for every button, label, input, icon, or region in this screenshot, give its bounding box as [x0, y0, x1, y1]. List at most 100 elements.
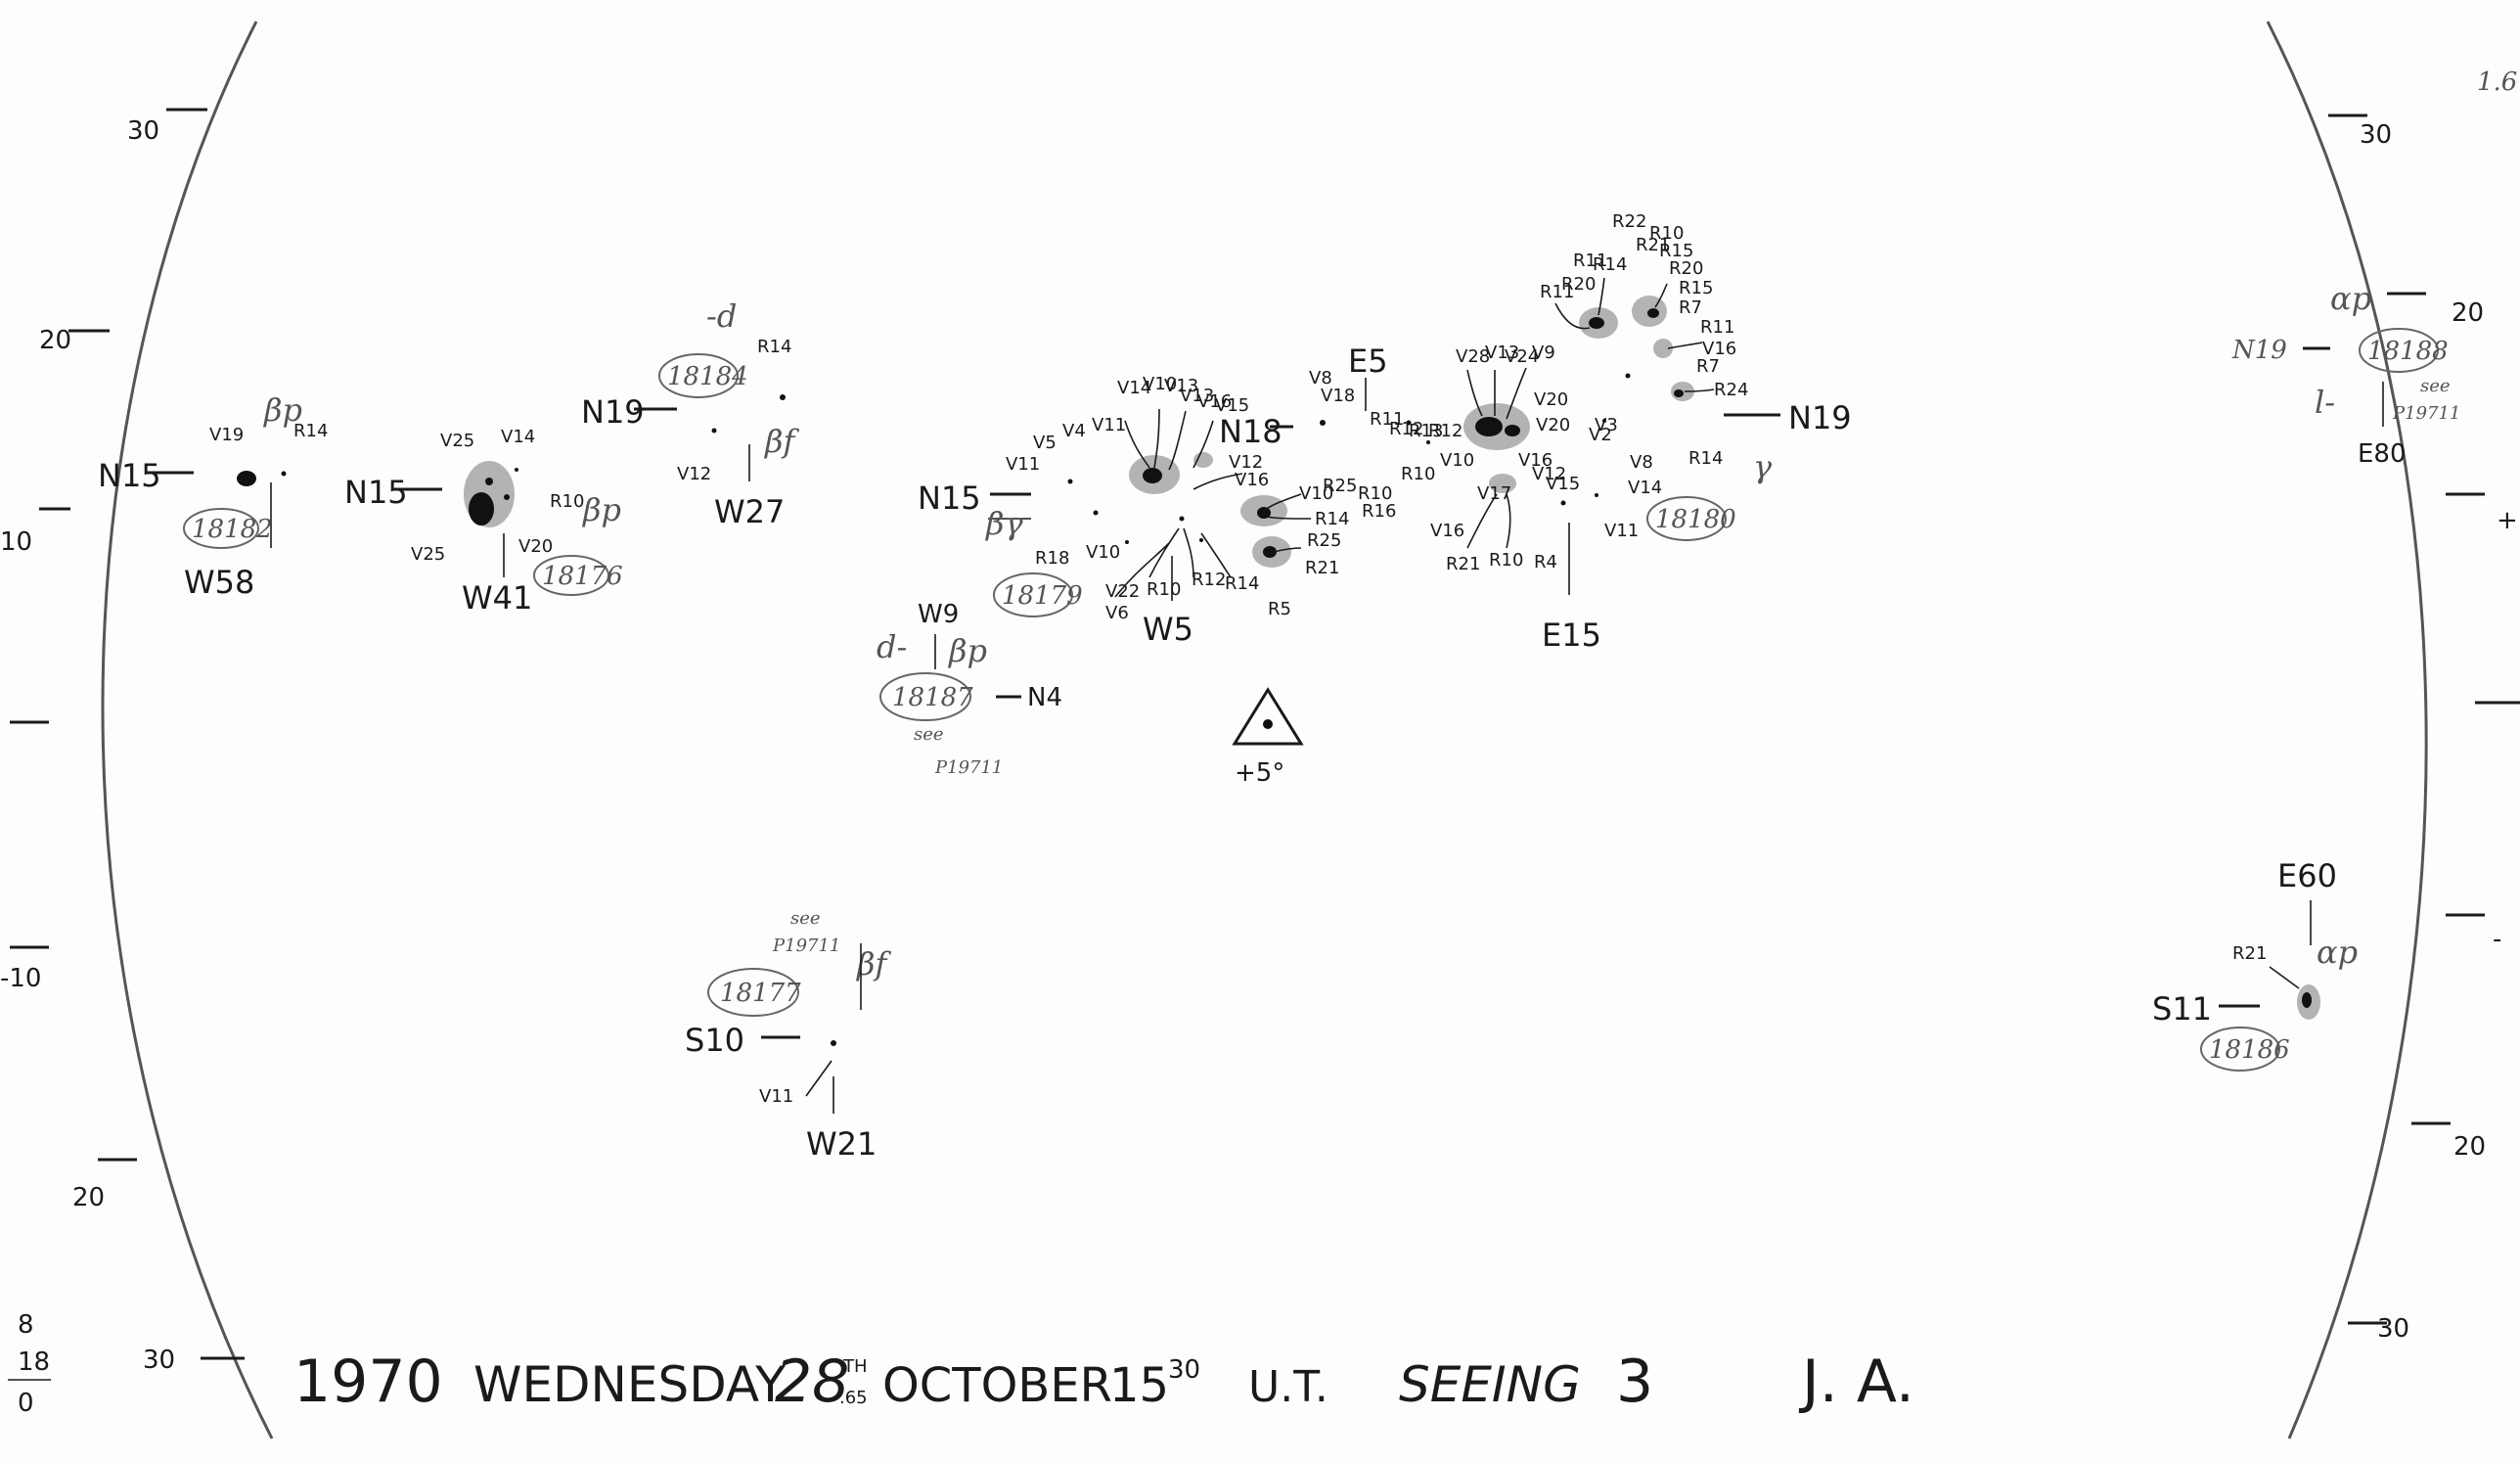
label-text: V11 [759, 1086, 793, 1107]
label-text: 18187 [892, 683, 973, 712]
left-scale-minus-10: -10 [0, 964, 41, 993]
label-text: R11 [1700, 317, 1734, 338]
label-text: R14 [1225, 573, 1259, 594]
right-scale-20: 20 [2452, 298, 2484, 328]
label-text: see [2420, 376, 2451, 396]
region-18186[interactable]: E60 αp R21 S11 18186 [2152, 857, 2358, 1072]
label-text: W9 [918, 600, 959, 629]
left-scale-30-lower: 30 [143, 1346, 175, 1375]
label-text: R21 [1305, 558, 1339, 578]
label-text: R4 [1534, 552, 1557, 572]
label-text: αp [2330, 280, 2371, 317]
region-18176[interactable]: N15 V25 V14 R10 V25 V20 βp W41 18176 [344, 427, 623, 617]
label-text: R16 [1362, 501, 1396, 522]
label-text: 18186 [2209, 1035, 2290, 1065]
label-text: d- [877, 628, 907, 665]
label-text: V12 [1532, 464, 1566, 484]
label-text: N19 [2231, 336, 2287, 365]
left-scale-10: 10 [0, 527, 32, 557]
label-text: βγ [985, 505, 1024, 542]
label-text: V5 [1033, 433, 1057, 453]
label-text: V15 [1546, 474, 1580, 494]
footer-year: 1970 [293, 1348, 443, 1416]
label-text: R11 [1540, 282, 1574, 302]
label-text: V10 [1299, 483, 1333, 504]
label-text: N18 [1219, 413, 1282, 450]
label-text: R15 [1679, 278, 1713, 298]
left-scale-labels: 30 20 10 -10 20 30 [0, 116, 175, 1375]
right-scale-minus: - [2493, 925, 2501, 954]
label-text: V25 [411, 544, 445, 565]
region-18177[interactable]: see P19711 βf 18177 S10 V11 W21 [685, 908, 892, 1163]
label-text: R21 [1446, 554, 1480, 574]
label-text: -d [706, 297, 737, 335]
label-text: R14 [1688, 448, 1723, 469]
label-text: TH [842, 1356, 868, 1377]
label-text: 0 [18, 1389, 34, 1418]
label-text: R5 [1268, 599, 1291, 619]
region-18187[interactable]: W9 d- βp 18187 N4 see P19711 [877, 600, 1062, 778]
label-text: 18182 [192, 515, 273, 544]
label-text: R12 [1428, 421, 1462, 441]
label-text: l- [2315, 384, 2335, 421]
label-text: R14 [1593, 254, 1627, 275]
label-text: βp [948, 632, 987, 669]
footer-hours: 15 [1109, 1358, 1169, 1413]
label-text: V8 [1309, 368, 1332, 388]
label-text: βf [764, 423, 800, 460]
region-18180[interactable]: R11 R12 R13 R12 R10 V10 V28 V13 V24 V9 V… [1370, 211, 1852, 654]
label-text: V13 [1180, 386, 1214, 406]
label-text: 18180 [1655, 505, 1736, 534]
label-text: R24 [1714, 380, 1748, 400]
label-text: R20 [1669, 258, 1703, 279]
left-scale-20-lower: 20 [72, 1183, 105, 1212]
right-scale-plus: + [2497, 506, 2518, 535]
label-text: R25 [1323, 476, 1357, 496]
label-text: V4 [1062, 421, 1086, 441]
label-text: γ [1753, 448, 1773, 485]
observation-footer: 1970 WEDNESDAY 28 TH .65 OCTOBER 15 30 U… [293, 1348, 1914, 1416]
label-text: R15 [1659, 241, 1693, 261]
region-18188[interactable]: αp N19 18188 l- see P19711 E80 [2231, 280, 2460, 469]
region-18184[interactable]: -d 18184 R14 N19 V12 βf W27 [581, 297, 800, 530]
label-text: N4 [1027, 683, 1062, 712]
footer-seeing-value: 3 [1616, 1348, 1653, 1416]
right-scale-30-lower: 30 [2377, 1314, 2409, 1344]
region-18179[interactable]: N15 βγ N18 E5 V11 V5 V4 V11 V14 V10 V13 … [918, 343, 1396, 648]
label-text: V12 [677, 464, 711, 484]
label-text: S10 [685, 1022, 744, 1059]
label-text: αp [2317, 934, 2358, 971]
label-text: V10 [1440, 450, 1474, 471]
left-latitude-ticks [10, 108, 245, 1360]
label-text: V25 [440, 431, 474, 451]
label-text: V8 [1630, 452, 1653, 473]
label-text: R7 [1679, 297, 1702, 318]
region-18182[interactable]: N15 V19 βp R14 18182 W58 [98, 391, 328, 601]
label-text: V16 [1518, 450, 1552, 471]
footer-day: 28 [775, 1348, 849, 1416]
footer-seeing: SEEING [1399, 1356, 1581, 1413]
label-text: W21 [806, 1125, 877, 1163]
label-text: R10 [1147, 579, 1181, 600]
label-text: R11 [1370, 409, 1404, 430]
label-text: 18176 [542, 562, 623, 591]
label-text: see [790, 908, 821, 929]
label-text: R13 [1409, 421, 1443, 441]
label-text: V22 [1105, 581, 1140, 602]
left-limb-arc [101, 21, 274, 1439]
label-text: R22 [1612, 211, 1646, 232]
label-text: 18184 [667, 362, 748, 391]
label-text: βp [582, 491, 621, 528]
label-text: R21 [2232, 943, 2267, 964]
label-text: R18 [1035, 548, 1069, 569]
label-text: R10 [1401, 464, 1435, 484]
label-text: V17 [1477, 483, 1511, 504]
label-text: V14 [1628, 478, 1662, 498]
label-text: V20 [518, 536, 553, 557]
footer-weekday: WEDNESDAY [473, 1356, 786, 1413]
label-text: V13 [1485, 343, 1519, 363]
label-text: R11 [1573, 251, 1607, 271]
label-text: V15 [1215, 395, 1249, 416]
